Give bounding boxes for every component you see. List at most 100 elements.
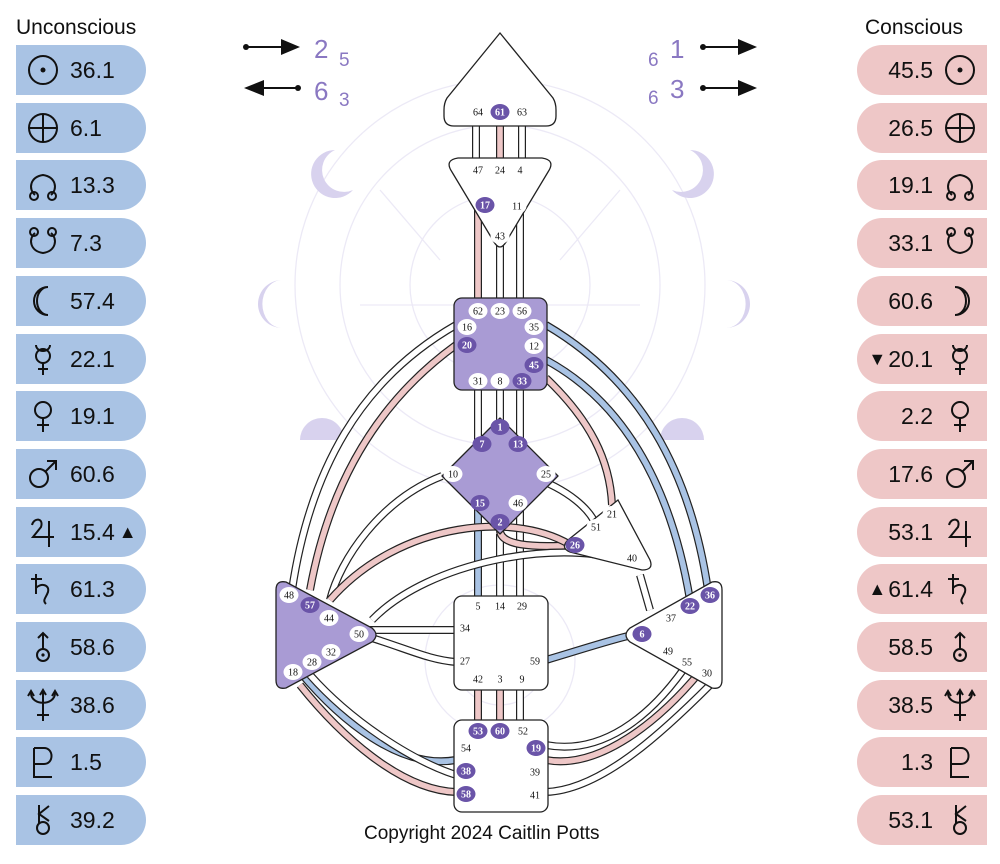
- gate: 48: [279, 587, 299, 603]
- unconscious-row: 58.6: [16, 622, 146, 672]
- south-node-icon: [941, 224, 979, 262]
- svg-text:58: 58: [461, 790, 471, 801]
- svg-text:1: 1: [498, 423, 503, 434]
- crescent-icon: [726, 280, 750, 328]
- svg-text:45: 45: [529, 361, 539, 372]
- unconscious-row: 38.6: [16, 680, 146, 730]
- north-node-icon: [24, 166, 62, 204]
- channel-10-57: [326, 472, 444, 602]
- svg-text:9: 9: [520, 675, 525, 686]
- channel-49-19: [545, 669, 704, 766]
- channel-55-39: [545, 682, 713, 796]
- conscious-row: 19.1: [857, 160, 987, 210]
- svg-text:4: 4: [518, 166, 523, 177]
- svg-text:16: 16: [462, 323, 472, 334]
- gate: 63: [512, 104, 532, 120]
- gate: 24: [490, 162, 510, 178]
- throat-center: [453, 297, 548, 391]
- gate: 44: [319, 610, 339, 626]
- gate: 37: [661, 610, 681, 626]
- gate: 51: [586, 519, 606, 535]
- gate: 31: [468, 373, 488, 389]
- activated-gate: 33: [512, 373, 532, 389]
- arrow-left-top-big: 2: [314, 34, 328, 64]
- activated-gate: 58: [456, 786, 476, 802]
- conscious-row: 33.1: [857, 218, 987, 268]
- sacral-center: [453, 595, 549, 691]
- channel-59-6: [544, 631, 633, 664]
- svg-text:46: 46: [513, 499, 523, 510]
- planet-value: 60.6: [70, 460, 115, 487]
- svg-text:31: 31: [473, 377, 483, 388]
- unconscious-row: 36.1: [16, 45, 146, 95]
- gate: 16: [457, 319, 477, 335]
- svg-text:21: 21: [607, 510, 617, 521]
- gate: 12: [524, 338, 544, 354]
- svg-text:57: 57: [305, 601, 315, 612]
- svg-text:38: 38: [461, 767, 471, 778]
- svg-text:35: 35: [529, 323, 539, 334]
- uranus-icon: [941, 628, 979, 666]
- planet-value: 61.3: [70, 575, 115, 602]
- gate: 56: [512, 303, 532, 319]
- earth-icon: [941, 109, 979, 147]
- saturn-icon: [941, 570, 979, 608]
- conscious-row: 2.2: [857, 391, 987, 441]
- planet-value: 17.6: [888, 460, 933, 487]
- gate: 27: [455, 653, 475, 669]
- svg-text:23: 23: [495, 307, 505, 318]
- activated-gate: 7: [472, 436, 492, 452]
- gate: 10: [443, 466, 463, 482]
- channel-50-27: [370, 634, 457, 666]
- svg-text:11: 11: [512, 202, 522, 213]
- activated-gate: 22: [680, 598, 700, 614]
- gate: 49: [658, 643, 678, 659]
- activated-gate: 57: [300, 597, 320, 613]
- svg-text:63: 63: [517, 108, 527, 119]
- conscious-row: 53.1: [857, 507, 987, 557]
- arrow-right-bottom-small: 6: [648, 88, 659, 109]
- planet-value: 38.6: [70, 691, 115, 718]
- svg-text:51: 51: [591, 523, 601, 534]
- conscious-row: 60.6: [857, 276, 987, 326]
- unconscious-row: 6.1: [16, 103, 146, 153]
- gate: 29: [512, 598, 532, 614]
- planet-value: 22.1: [70, 345, 115, 372]
- svg-text:27: 27: [460, 657, 470, 668]
- gate: 5: [468, 598, 488, 614]
- mercury-icon: [24, 340, 62, 378]
- planet-value: 2.2: [901, 402, 933, 429]
- neptune-icon: [941, 686, 979, 724]
- gate: 46: [508, 495, 528, 511]
- mars-icon: [24, 455, 62, 493]
- planet-value: 58.6: [70, 633, 115, 660]
- pluto-icon: [941, 743, 979, 781]
- planet-value: 53.1: [888, 806, 933, 833]
- svg-text:54: 54: [461, 744, 471, 755]
- channel-16-48: [288, 321, 458, 591]
- gate: 14: [490, 598, 510, 614]
- svg-text:48: 48: [284, 591, 294, 602]
- sun-icon: [941, 51, 979, 89]
- channel-18-58: [296, 682, 457, 796]
- earth-icon: [24, 109, 62, 147]
- planet-value: 60.6: [888, 287, 933, 314]
- gate: 35: [524, 319, 544, 335]
- gate: 62: [468, 303, 488, 319]
- svg-text:61: 61: [495, 108, 505, 119]
- svg-text:29: 29: [517, 602, 527, 613]
- conscious-row: 17.6: [857, 449, 987, 499]
- activated-gate: 1: [490, 419, 510, 435]
- gate: 54: [456, 740, 476, 756]
- arrow-right-top: 6 1: [648, 34, 757, 71]
- svg-text:15: 15: [475, 499, 485, 510]
- unconscious-row: 15.4▲: [16, 507, 146, 557]
- svg-text:55: 55: [682, 658, 692, 669]
- svg-text:39: 39: [530, 768, 540, 779]
- svg-text:13: 13: [513, 440, 523, 451]
- channel-45-21: [543, 375, 616, 506]
- unconscious-row: 22.1: [16, 334, 146, 384]
- channel-37-40: [636, 573, 654, 612]
- svg-text:49: 49: [663, 647, 673, 658]
- svg-text:33: 33: [517, 377, 527, 388]
